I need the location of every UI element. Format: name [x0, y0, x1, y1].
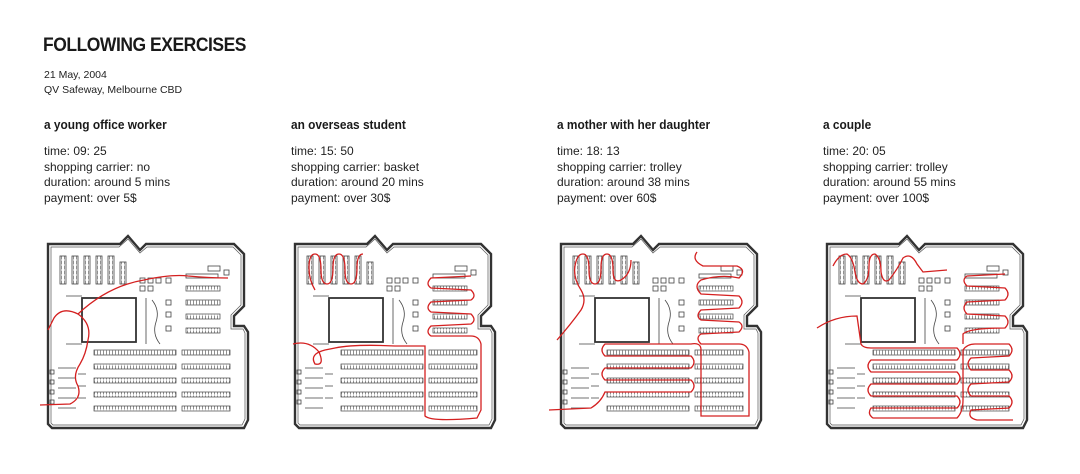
info-duration: duration: around 5 mins — [44, 175, 171, 189]
info-payment: payment: over 30$ — [291, 190, 391, 205]
info-duration: duration: around 20 mins — [291, 175, 424, 189]
floor-plan-couple — [816, 232, 1035, 430]
info-time: time: 15: 50 — [291, 144, 354, 158]
info-payment: payment: over 60$ — [557, 190, 657, 205]
shopper-path — [548, 251, 750, 417]
page-title: FOLLOWING EXERCISES — [43, 35, 246, 56]
panel-heading: a mother with her daughter — [557, 118, 711, 132]
meta-info: 21 May, 2004 QV Safeway, Melbourne CBD — [44, 68, 182, 98]
info-time: time: 09: 25 — [44, 144, 107, 158]
shopper-path — [816, 253, 1013, 421]
panel-mother-daughter: a mother with her daughter time: 18: 13 … — [557, 118, 797, 206]
panel-info: time: 15: 50 shopping carrier: basket du… — [291, 144, 531, 206]
info-carrier: shopping carrier: basket — [291, 159, 420, 174]
survey-date: 21 May, 2004 — [44, 69, 107, 81]
panel-heading: an overseas student — [291, 118, 406, 132]
panel-info: time: 18: 13 shopping carrier: trolley d… — [557, 144, 797, 206]
floor-plan-office-worker — [39, 232, 256, 430]
survey-location: QV Safeway, Melbourne CBD — [44, 84, 183, 96]
panel-heading: a couple — [823, 118, 872, 132]
info-carrier: shopping carrier: trolley — [823, 159, 948, 174]
panel-office-worker: a young office worker time: 09: 25 shopp… — [44, 118, 284, 206]
shopper-path — [39, 274, 229, 406]
info-carrier: shopping carrier: no — [44, 159, 151, 174]
panel-overseas-student: an overseas student time: 15: 50 shoppin… — [291, 118, 531, 206]
floor-plan-overseas-student — [291, 232, 503, 430]
info-carrier: shopping carrier: trolley — [557, 159, 682, 174]
panel-info: time: 20: 05 shopping carrier: trolley d… — [823, 144, 1063, 206]
info-payment: payment: over 100$ — [823, 190, 930, 205]
info-duration: duration: around 38 mins — [557, 175, 690, 189]
info-duration: duration: around 55 mins — [823, 175, 956, 189]
panel-info: time: 09: 25 shopping carrier: no durati… — [44, 144, 284, 206]
floor-plan-mother-daughter — [548, 232, 769, 430]
panel-heading: a young office worker — [44, 118, 167, 132]
info-time: time: 18: 13 — [557, 144, 620, 158]
info-time: time: 20: 05 — [823, 144, 886, 158]
shopper-path — [292, 253, 482, 421]
info-payment: payment: over 5$ — [44, 190, 137, 205]
panel-couple: a couple time: 20: 05 shopping carrier: … — [823, 118, 1063, 206]
